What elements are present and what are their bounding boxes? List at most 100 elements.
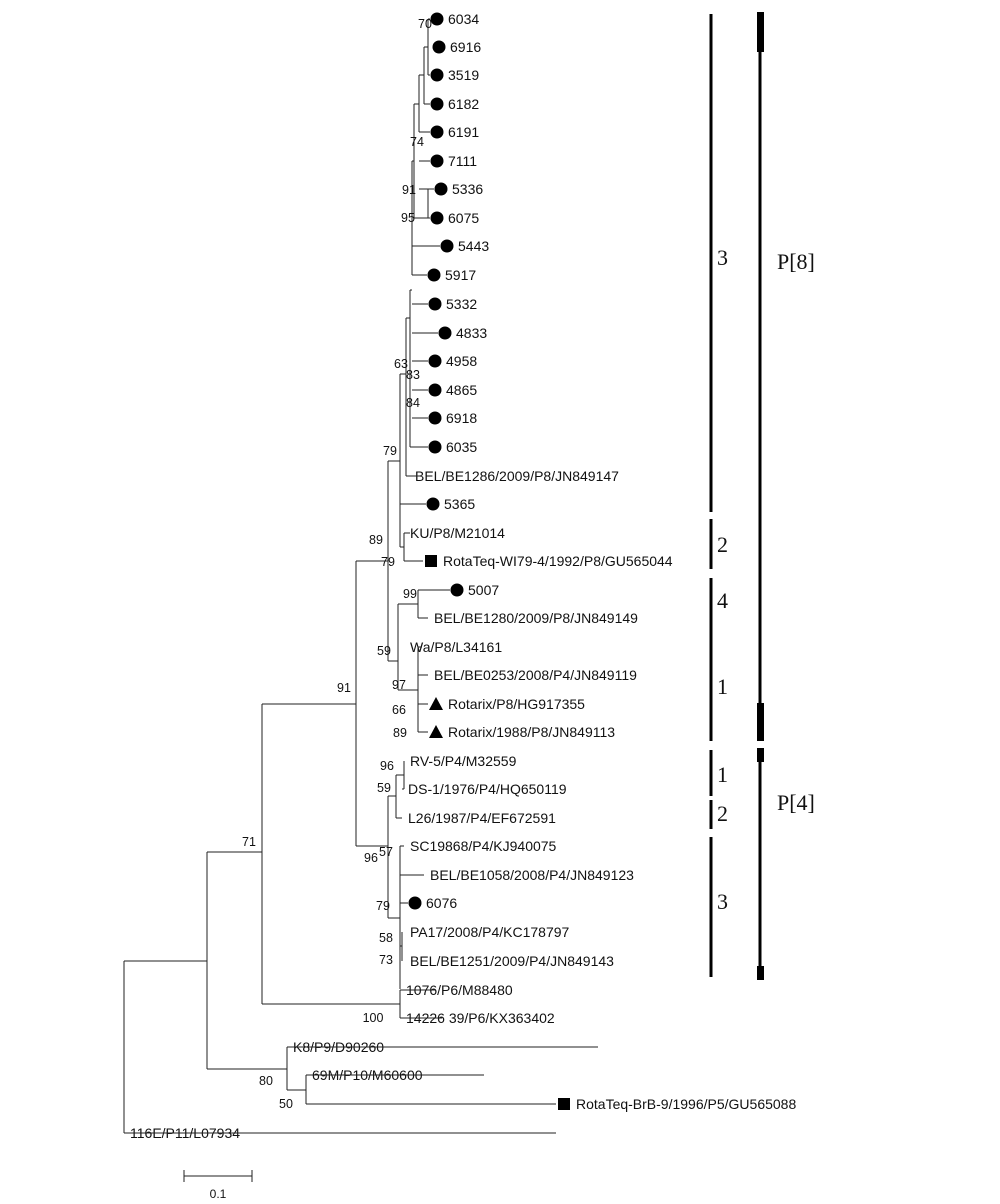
tip-label: 5332 <box>446 296 477 312</box>
bootstrap-value: 95 <box>401 211 415 225</box>
bootstrap-value: 80 <box>259 1074 273 1088</box>
rotarix-triangle-marker <box>429 725 443 738</box>
tip-label: 4958 <box>446 353 477 369</box>
clade-number: 4 <box>717 588 728 613</box>
vaccine-square-marker <box>558 1098 570 1110</box>
bootstrap-value: 89 <box>369 533 383 547</box>
tip-label: 14226 39/P6/KX363402 <box>406 1010 555 1026</box>
isolate-circle-marker <box>430 12 444 26</box>
tip-label: 7111 <box>448 153 477 169</box>
isolate-circle-marker <box>430 97 444 111</box>
tip-label: 4865 <box>446 382 477 398</box>
tip-label: BEL/BE1280/2009/P8/JN849149 <box>434 610 638 626</box>
isolate-circle-marker <box>438 326 452 340</box>
tip-label: 4833 <box>456 325 487 341</box>
isolate-circle-marker <box>430 211 444 225</box>
bootstrap-value: 96 <box>364 851 378 865</box>
bootstrap-value: 83 <box>406 368 420 382</box>
tip-label: L26/1987/P4/EF672591 <box>408 810 556 826</box>
tip-label: 3519 <box>448 67 479 83</box>
bootstrap-value: 74 <box>410 135 424 149</box>
tip-label: 5443 <box>458 238 489 254</box>
isolate-circle-marker <box>428 297 442 311</box>
bootstrap-value: 66 <box>392 703 406 717</box>
clade-number: 3 <box>717 245 728 270</box>
p4-label: P[4] <box>777 790 815 815</box>
tip-label: BEL/BE0253/2008/P4/JN849119 <box>434 667 637 683</box>
clade-number: 2 <box>717 532 728 557</box>
isolate-circle-marker <box>426 497 440 511</box>
isolate-circle-marker <box>434 182 448 196</box>
tip-label: RotaTeq-WI79-4/1992/P8/GU565044 <box>443 553 673 569</box>
tip-label: 6034 <box>448 11 479 27</box>
tip-label: Wa/P8/L34161 <box>410 639 502 655</box>
clade-number: 1 <box>717 674 728 699</box>
bootstrap-value: 58 <box>379 931 393 945</box>
bootstrap-value: 63 <box>394 357 408 371</box>
bootstrap-value: 99 <box>403 587 417 601</box>
bootstrap-value: 79 <box>376 899 390 913</box>
tip-label: RotaTeq-BrB-9/1996/P5/GU565088 <box>576 1096 796 1112</box>
clade-number: 2 <box>717 801 728 826</box>
tip-label: RV-5/P4/M32559 <box>410 753 517 769</box>
tip-label: 5336 <box>452 181 483 197</box>
bootstrap-value: 89 <box>393 726 407 740</box>
bootstrap-value: 70 <box>418 17 432 31</box>
tip-label: BEL/BE1058/2008/P4/JN849123 <box>430 867 634 883</box>
clade-number: 3 <box>717 889 728 914</box>
bootstrap-value: 57 <box>379 845 393 859</box>
bootstrap-value: 96 <box>380 759 394 773</box>
tip-label: 5917 <box>445 267 476 283</box>
isolate-circle-marker <box>440 239 454 253</box>
isolate-circle-marker <box>427 268 441 282</box>
tip-label: 6191 <box>448 124 479 140</box>
tip-label: BEL/BE1286/2009/P8/JN849147 <box>415 468 619 484</box>
tip-label: PA17/2008/P4/KC178797 <box>410 924 570 940</box>
tip-label: Rotarix/P8/HG917355 <box>448 696 585 712</box>
isolate-circle-marker <box>408 896 422 910</box>
tip-label: 6035 <box>446 439 477 455</box>
isolate-circle-marker <box>428 411 442 425</box>
bootstrap-value: 50 <box>279 1097 293 1111</box>
tip-label: 6918 <box>446 410 477 426</box>
isolate-circle-marker <box>432 40 446 54</box>
bootstrap-value: 59 <box>377 644 391 658</box>
p8-bar-cap-bottom <box>757 703 764 741</box>
tip-label: 6916 <box>450 39 481 55</box>
isolate-circle-marker <box>428 354 442 368</box>
bootstrap-value: 71 <box>242 835 256 849</box>
tip-label: 6076 <box>426 895 457 911</box>
bootstrap-value: 91 <box>337 681 351 695</box>
tip-label: 5365 <box>444 496 475 512</box>
isolate-circle-marker <box>430 154 444 168</box>
isolate-circle-marker <box>450 583 464 597</box>
tip-label: Rotarix/1988/P8/JN849113 <box>448 724 615 740</box>
tip-label: 6075 <box>448 210 479 226</box>
scale-bar-label: 0.1 <box>210 1187 227 1201</box>
bootstrap-value: 91 <box>402 183 416 197</box>
tip-label: 1076/P6/M88480 <box>406 982 513 998</box>
vaccine-square-marker <box>425 555 437 567</box>
tip-label: BEL/BE1251/2009/P4/JN849143 <box>410 953 614 969</box>
tip-label: 6182 <box>448 96 479 112</box>
bootstrap-value: 59 <box>377 781 391 795</box>
bootstrap-value: 79 <box>381 555 395 569</box>
tip-label: SC19868/P4/KJ940075 <box>410 838 557 854</box>
tip-label: 5007 <box>468 582 499 598</box>
p8-label: P[8] <box>777 249 815 274</box>
bootstrap-value: 97 <box>392 678 406 692</box>
bootstrap-value: 73 <box>379 953 393 967</box>
p4-bar-cap-bottom <box>757 966 764 980</box>
isolate-circle-marker <box>428 383 442 397</box>
tip-label: KU/P8/M21014 <box>410 525 505 541</box>
tip-label: DS-1/1976/P4/HQ650119 <box>408 781 567 797</box>
bootstrap-value: 100 <box>363 1011 384 1025</box>
clade-number: 1 <box>717 762 728 787</box>
bootstrap-value: 79 <box>383 444 397 458</box>
isolate-circle-marker <box>430 125 444 139</box>
isolate-circle-marker <box>428 440 442 454</box>
isolate-circle-marker <box>430 68 444 82</box>
rotarix-triangle-marker <box>429 697 443 710</box>
bootstrap-value: 84 <box>406 396 420 410</box>
